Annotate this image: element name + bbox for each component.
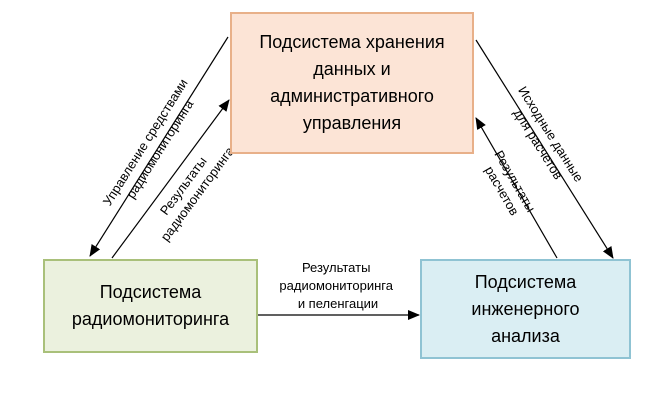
box-storage-line-1: Подсистема хранения — [259, 32, 445, 52]
box-engineering-line-2: инженерного — [471, 298, 580, 319]
arrow-management — [89, 36, 229, 257]
label-monitoring-results-right: Результаты радиомониторинга и пеленгации — [279, 260, 396, 311]
arrow-monitoring-results-up — [111, 99, 230, 259]
box-engineering-subsystem: Подсистема инженерного анализа — [420, 259, 631, 359]
box-storage-line-4: управления — [302, 113, 402, 133]
box-monitoring-line-2: радиомониторинга — [71, 309, 230, 329]
box-engineering-line-3: анализа — [491, 325, 560, 346]
label-monitoring-results-right-line-3: и пеленгации — [298, 296, 378, 311]
arrow-initial-data — [475, 39, 614, 259]
label-monitoring-results-right-line-1: Результаты — [302, 260, 370, 275]
box-monitoring-subsystem: Подсистема радиомониторинга — [43, 259, 258, 353]
box-storage-line-3: административного — [270, 86, 434, 106]
arrow-calc-results — [475, 117, 558, 259]
box-storage-line-2: данных и — [313, 59, 391, 79]
box-monitoring-line-1: Подсистема — [99, 282, 202, 302]
box-engineering-line-1: Подсистема — [474, 271, 577, 292]
label-monitoring-results-right-line-2: радиомониторинга — [279, 278, 393, 293]
label-calc-results: Результаты расчетов — [478, 148, 541, 226]
box-storage-subsystem: Подсистема хранения данных и администрат… — [230, 12, 474, 154]
